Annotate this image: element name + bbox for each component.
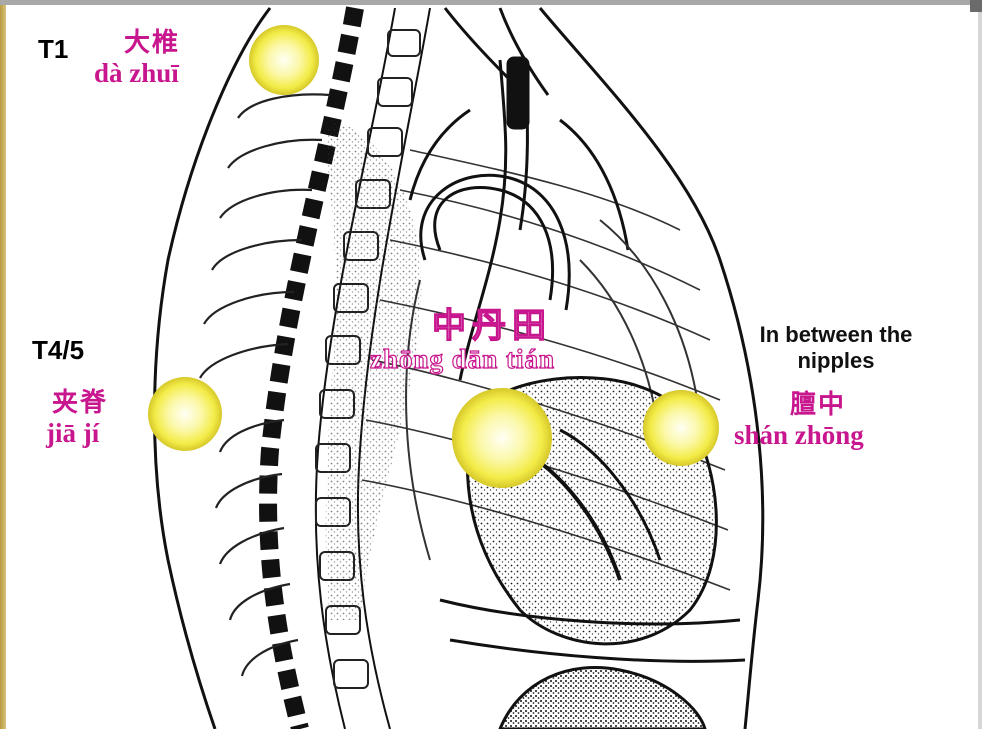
abdominal-organs: [500, 667, 705, 729]
da-zhui-chinese-label: 大椎: [124, 22, 180, 59]
da-zhui-marker: [249, 25, 319, 95]
jia-ji-chinese-label: 夹脊: [52, 382, 108, 419]
shan-zhong-marker: [643, 390, 719, 466]
zhong-dan-tian-marker: [452, 388, 552, 488]
jia-ji-pinyin-label: jiā jí: [46, 418, 99, 449]
jia-ji-marker: [148, 377, 222, 451]
zhong-dan-tian-pinyin-label: zhōng dān tián: [370, 344, 555, 375]
shan-zhong-chinese-label: 膻中: [790, 384, 846, 421]
zhong-dan-tian-chinese-label: 中丹田: [432, 298, 552, 347]
t1-vertebra-label: T1: [38, 34, 68, 65]
shan-zhong-pinyin-label: shán zhōng: [734, 420, 864, 451]
shan-zhong-description-label: In between the nipples: [726, 322, 946, 375]
da-zhui-pinyin-label: dà zhuī: [94, 58, 179, 89]
t4-5-vertebra-label: T4/5: [32, 335, 84, 366]
